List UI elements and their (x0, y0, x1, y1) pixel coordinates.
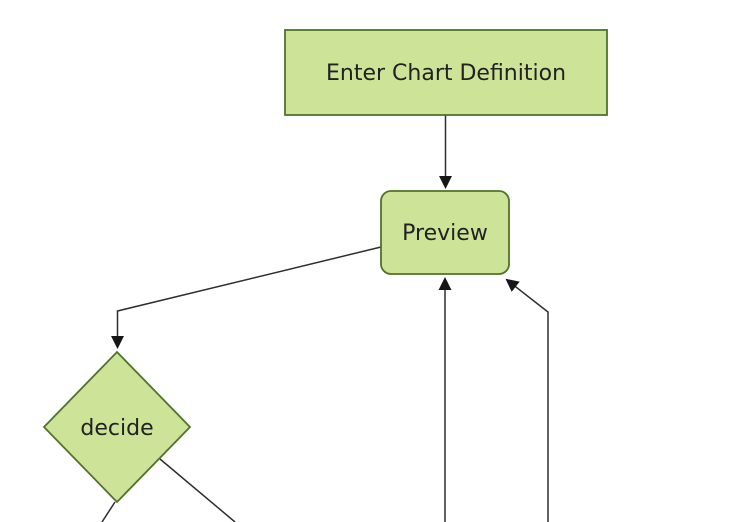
edge-offscreen-bottomright-to-preview (505, 278, 549, 522)
node-preview-label: Preview (402, 221, 488, 246)
node-enter-chart-definition-shape (284, 29, 608, 116)
edge-preview-to-decide (111, 246, 382, 349)
edge-decide-to-offscreen-left (101, 501, 116, 522)
node-decide: decide (42, 350, 192, 504)
node-enter-chart-definition-label: Enter Chart Definition (326, 61, 566, 86)
node-preview-shape (380, 190, 510, 275)
node-decide-shape (42, 350, 192, 504)
node-enter-chart-definition: Enter Chart Definition (284, 29, 608, 116)
edge-decide-to-offscreen-right (159, 458, 236, 522)
node-preview: Preview (380, 190, 510, 275)
node-decide-label: decide (80, 416, 153, 441)
